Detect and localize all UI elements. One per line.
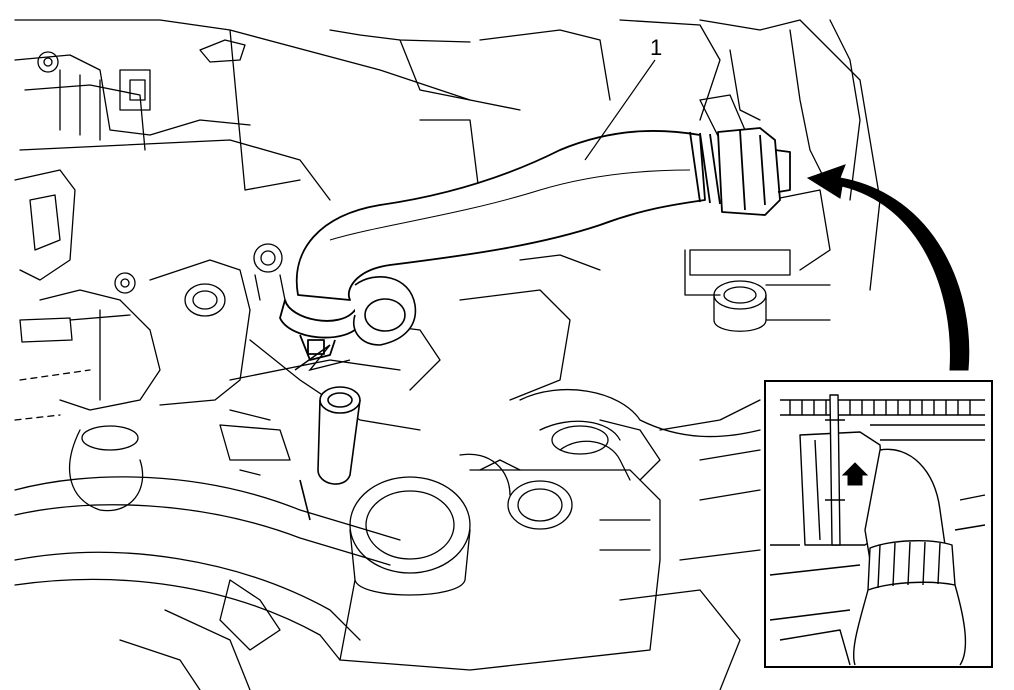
callout-1: 1 [584, 35, 662, 161]
inset-detail [764, 380, 993, 668]
coolant-hose [279, 127, 791, 361]
connection-indicator [294, 344, 351, 372]
callout-label-1: 1 [650, 35, 662, 60]
background-engine-parts [14, 19, 881, 690]
inset-up-arrow [841, 462, 869, 486]
direction-arrow [806, 164, 970, 371]
lower-pipe [299, 276, 417, 521]
